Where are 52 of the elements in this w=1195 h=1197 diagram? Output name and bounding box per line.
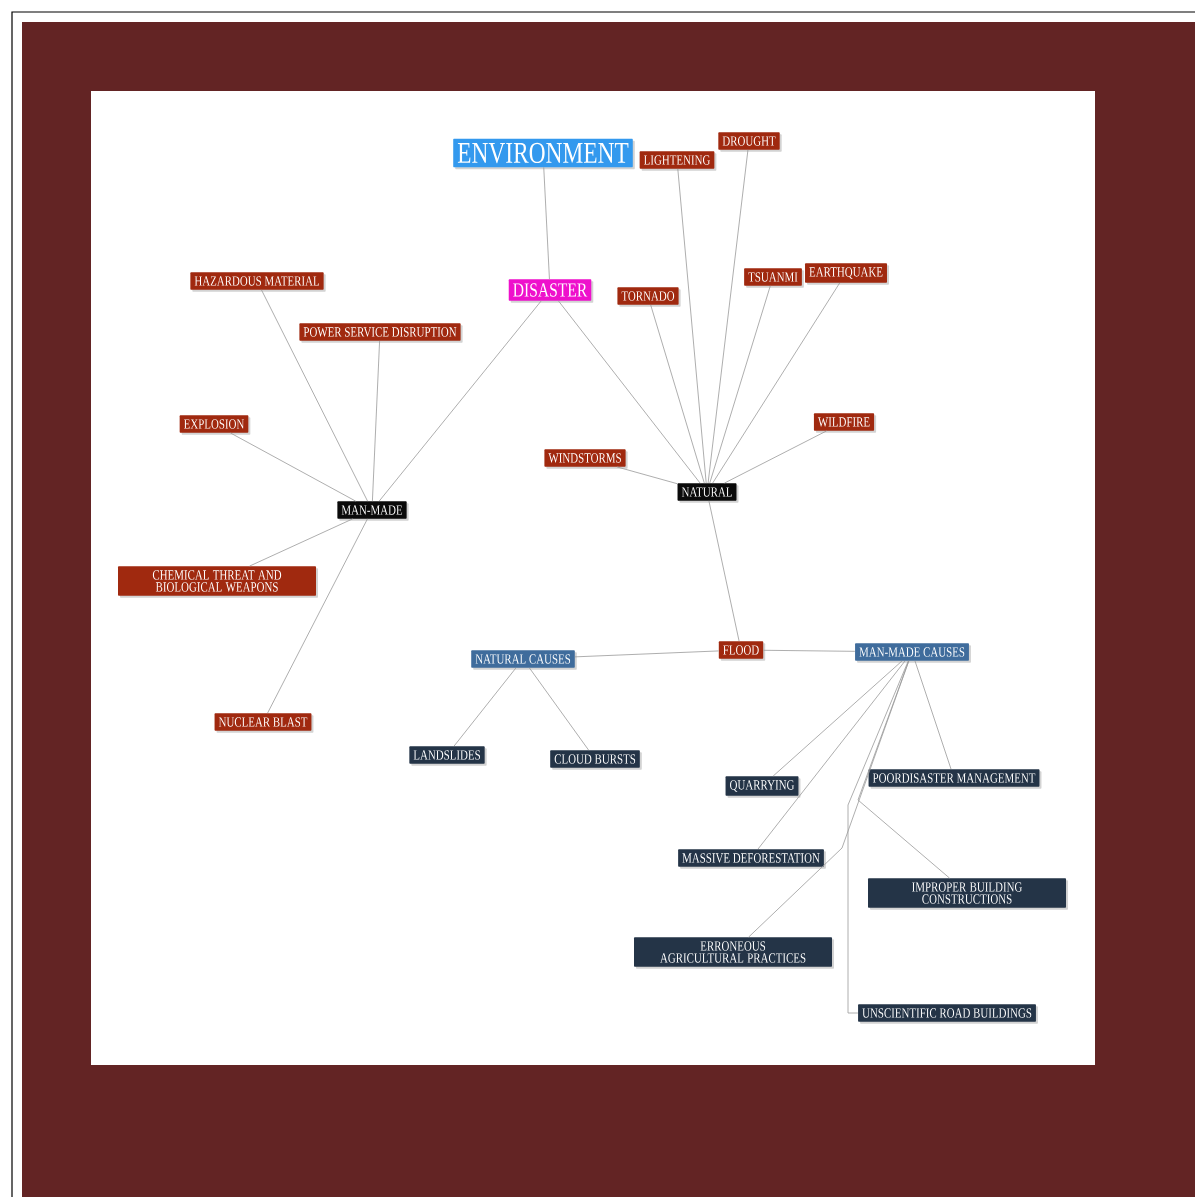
connector-line xyxy=(378,300,542,502)
connector-line xyxy=(709,285,771,484)
connector-line xyxy=(772,660,903,777)
item-box: EXPLOSION xyxy=(179,415,251,435)
category-box: NATURAL CAUSES xyxy=(471,650,577,670)
connector-line xyxy=(558,300,701,484)
category-box: MAN-MADE CAUSES xyxy=(855,643,971,663)
connector-line xyxy=(763,649,856,652)
connector-line xyxy=(847,660,909,1014)
item-box: EARTHQUAKE xyxy=(805,263,889,285)
connector-line xyxy=(650,304,705,484)
connector-line xyxy=(712,282,841,484)
connector-line xyxy=(574,650,719,658)
connector-line xyxy=(543,166,550,280)
item-box: WINDSTORMS xyxy=(544,449,628,469)
connector-line xyxy=(677,168,707,484)
item-box: TORNADO xyxy=(617,287,681,307)
item-box: CHEMICAL THREAT AND BIOLOGICAL WEAPONS xyxy=(118,566,318,598)
connector-line xyxy=(529,667,589,751)
category-box: MAN-MADE xyxy=(337,501,409,521)
category-box: NATURAL xyxy=(677,483,739,503)
topic-box: ENVIRONMENT xyxy=(453,138,635,170)
connector-line xyxy=(708,500,740,642)
connector-line xyxy=(229,432,357,502)
item-box: LIGHTENING xyxy=(639,151,717,171)
connector-line xyxy=(707,149,749,484)
item-box: WILDFIRE xyxy=(813,413,877,433)
connector-line xyxy=(261,289,368,502)
item-box: HAZARDOUS MATERIAL xyxy=(190,272,326,292)
cause-box: CLOUD BURSTS xyxy=(550,750,642,770)
item-box: POWER SERVICE DISRUPTION xyxy=(299,323,463,343)
connector-line xyxy=(372,340,380,502)
cause-box: LANDSLIDES xyxy=(409,746,487,766)
cause-box: MASSIVE DEFORESTATION xyxy=(678,849,826,869)
connector-line xyxy=(724,430,827,484)
cause-box: ERRONEOUS AGRICULTURAL PRACTICES xyxy=(634,937,834,969)
item-box: TSUANMI xyxy=(744,268,804,288)
item-box: NUCLEAR BLAST xyxy=(214,713,314,733)
connector-line xyxy=(249,518,354,567)
topic-box: DISASTER xyxy=(508,279,594,303)
cause-box: UNSCIENTIFIC ROAD BUILDINGS xyxy=(858,1004,1038,1024)
connector-line xyxy=(748,660,910,938)
connector-line xyxy=(914,660,952,770)
item-box: DROUGHT xyxy=(718,132,782,152)
connector-line xyxy=(453,667,517,747)
cause-box: QUARRYING xyxy=(725,776,801,798)
connector-line xyxy=(616,466,678,485)
cause-box: IMPROPER BUILDING CONSTRUCTIONS xyxy=(868,878,1068,910)
connector-line xyxy=(267,518,368,714)
connector-line xyxy=(757,660,906,850)
item-box: FLOOD xyxy=(718,641,766,661)
cause-box: POORDISASTER MANAGEMENT xyxy=(868,769,1042,789)
